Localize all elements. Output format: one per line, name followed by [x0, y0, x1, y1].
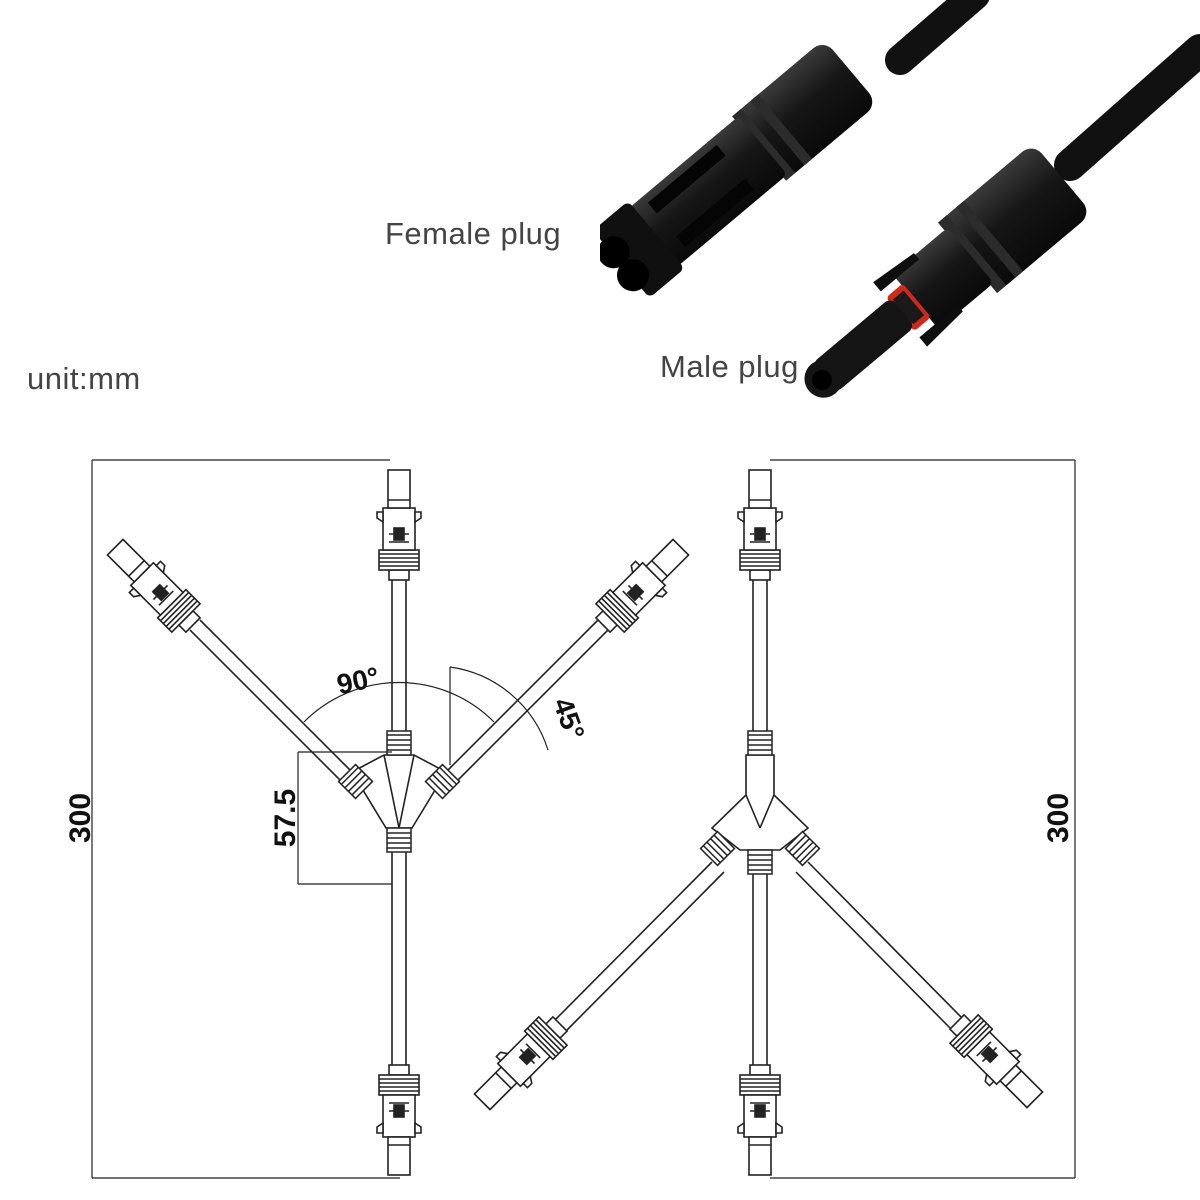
- left-y-branch: [91, 459, 698, 1179]
- right-height-dimension: 300: [1042, 793, 1075, 843]
- female-plug-label: Female plug: [385, 216, 562, 251]
- branch-offset-dimension: 57.5: [269, 789, 302, 847]
- connector-photo: [600, 0, 1200, 398]
- right-y-branch: [465, 459, 1076, 1179]
- female-plug-photo: [600, 0, 990, 296]
- unit-label: unit:mm: [27, 361, 141, 396]
- angle-90-label: 90°: [334, 661, 382, 700]
- male-plug-photo: [804, 34, 1200, 398]
- male-plug-label: Male plug: [660, 349, 799, 384]
- left-height-dimension: 300: [64, 793, 97, 843]
- angle-45-label: 45°: [547, 694, 591, 744]
- y-branch-technical-drawing: 300 57.5 90° 45° 300: [64, 459, 1076, 1179]
